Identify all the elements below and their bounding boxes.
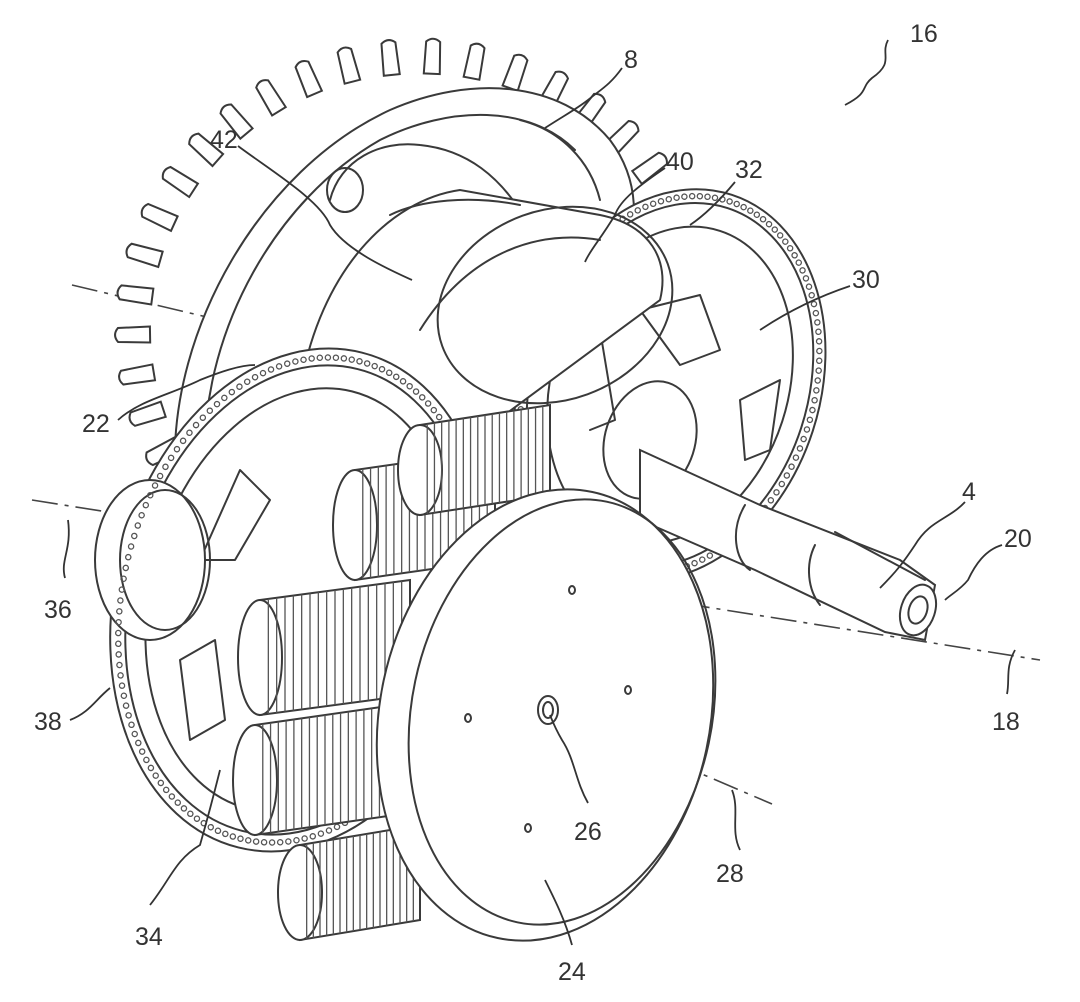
label-38: 38	[34, 708, 62, 736]
label-40: 40	[666, 148, 694, 176]
label-18: 18	[992, 708, 1020, 736]
label-32: 32	[735, 156, 763, 184]
label-16: 16	[910, 20, 938, 48]
sprocket-tooth	[294, 59, 324, 99]
sprocket-tooth	[114, 325, 152, 344]
reference-labels: 16 8 42 40 32 30 22 4 20 36 38 26 18 28 …	[34, 20, 1032, 986]
label-8: 8	[624, 46, 638, 74]
sprocket-tooth	[380, 39, 401, 77]
sprocket-teeth	[114, 37, 668, 503]
label-4: 4	[962, 478, 976, 506]
front-disk	[375, 488, 717, 942]
label-42: 42	[210, 126, 238, 154]
label-28: 28	[716, 860, 744, 888]
sprocket-tooth	[336, 46, 362, 85]
sprocket-tooth	[140, 202, 179, 233]
sprocket-tooth	[422, 37, 442, 76]
shaft	[639, 448, 938, 642]
sprocket-tooth	[501, 53, 529, 93]
label-36: 36	[44, 596, 72, 624]
label-20: 20	[1004, 525, 1032, 553]
sprocket-tooth	[116, 284, 155, 306]
label-30: 30	[852, 266, 880, 294]
label-26: 26	[574, 818, 602, 846]
sprocket-tooth	[462, 42, 486, 81]
sprocket-tooth	[161, 165, 200, 199]
magnet-roller	[237, 578, 411, 717]
sprocket-tooth	[118, 363, 157, 386]
magnet-roller	[397, 403, 551, 517]
sprocket-tooth	[188, 132, 225, 168]
label-22: 22	[82, 410, 110, 438]
sprocket-tooth	[125, 242, 164, 269]
magnet-rollers	[232, 403, 551, 942]
sprocket-tooth	[630, 151, 668, 186]
magnet-roller	[232, 703, 396, 837]
sprocket-tooth	[128, 400, 167, 427]
sprocket-tooth	[255, 79, 288, 117]
magnet-roller	[277, 823, 421, 942]
label-24: 24	[558, 958, 586, 986]
sprocket-tooth	[219, 103, 255, 141]
label-34: 34	[135, 923, 163, 951]
leader-lines	[62, 39, 1016, 946]
